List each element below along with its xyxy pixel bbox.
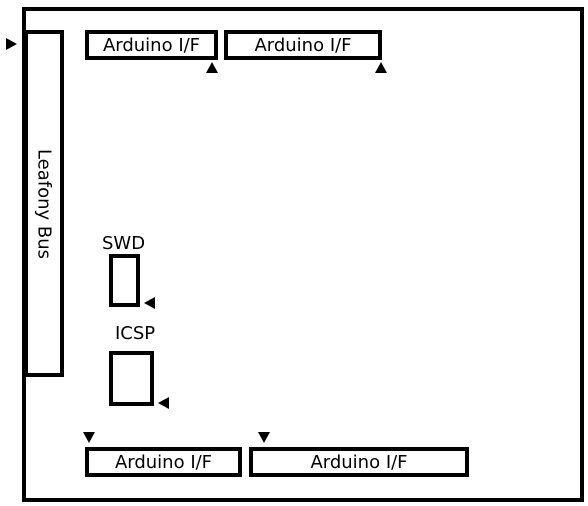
arduino-if-bottom-right-pin1-marker <box>258 432 270 443</box>
icsp-pin1-marker <box>158 397 169 409</box>
swd-connector <box>109 254 140 307</box>
arduino-if-bottom-right-label: Arduino I/F <box>310 451 408 473</box>
icsp-connector <box>109 351 154 406</box>
arduino-if-bottom-left-pin1-marker <box>83 432 95 443</box>
leafony-bus-connector: Leafony Bus <box>24 30 64 377</box>
arduino-if-top-left-pin1-marker <box>206 62 218 73</box>
arduino-if-top-right-pin1-marker <box>375 62 387 73</box>
arduino-if-top-right-label: Arduino I/F <box>254 34 352 56</box>
board-outline <box>22 7 584 502</box>
arduino-if-top-left: Arduino I/F <box>85 30 218 60</box>
arduino-if-top-right: Arduino I/F <box>224 30 382 60</box>
leafony-bus-label: Leafony Bus <box>33 148 55 259</box>
leafony-bus-pin1-marker <box>6 38 17 50</box>
arduino-if-bottom-right: Arduino I/F <box>249 447 469 477</box>
arduino-if-bottom-left: Arduino I/F <box>85 447 242 477</box>
swd-label: SWD <box>102 233 146 254</box>
swd-pin1-marker <box>144 297 155 309</box>
arduino-if-top-left-label: Arduino I/F <box>102 34 201 56</box>
arduino-if-bottom-left-label: Arduino I/F <box>114 451 213 473</box>
icsp-label: ICSP <box>115 323 156 344</box>
